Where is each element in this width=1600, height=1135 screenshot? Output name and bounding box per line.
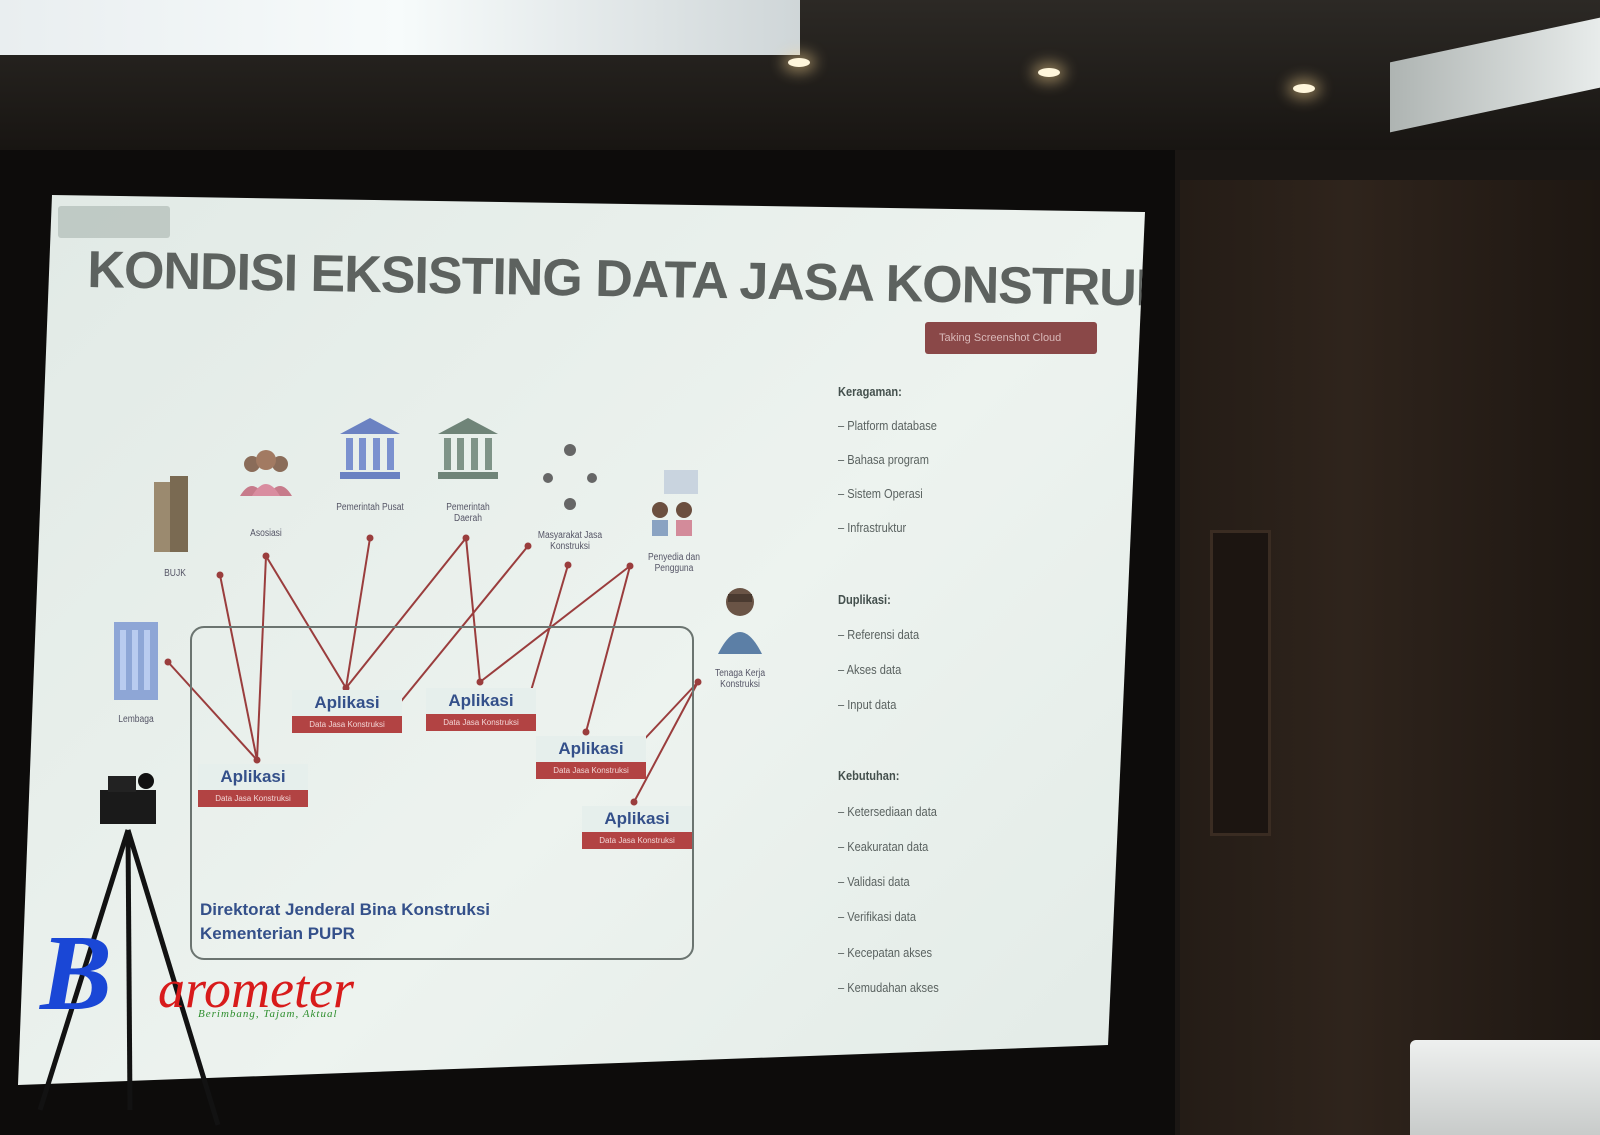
network-people-icon [543, 444, 597, 510]
app-tag: Data Jasa Konstruksi [426, 714, 536, 731]
sidebar-item: – Verifikasi data [838, 909, 917, 924]
sidebar-item: – Bahasa program [838, 452, 929, 467]
sidebar-item: – Input data [838, 697, 897, 712]
sidebar-item: – Sistem Operasi [838, 486, 923, 501]
app-card: Aplikasi Data Jasa Konstruksi [292, 690, 402, 733]
sidebar-item: – Kemudahan akses [838, 980, 939, 995]
ceiling-skylight [0, 0, 800, 55]
stakeholder-label: Tenaga Kerja Konstruksi [714, 668, 766, 690]
directorate-label: Direktorat Jenderal Bina Konstruksi Keme… [200, 900, 491, 943]
government-building-icon [340, 418, 400, 479]
keragaman-heading: Keragaman: [838, 384, 902, 399]
directorate-boundary [190, 626, 694, 960]
providers-users-icon [652, 470, 698, 536]
sidebar-item: – Kecepatan akses [838, 945, 932, 960]
ceiling-lamp [1038, 68, 1060, 77]
projector [1410, 1040, 1600, 1135]
sidebar-item: – Infrastruktur [838, 520, 907, 535]
sidebar-item: – Ketersediaan data [838, 804, 937, 819]
government-building-icon [438, 418, 498, 479]
stakeholder-label: Pemerintah Daerah [446, 502, 490, 524]
stakeholder-label: Asosiasi [250, 528, 282, 539]
watermark-tagline: Berimbang, Tajam, Aktual [198, 1008, 338, 1020]
app-tag: Data Jasa Konstruksi [292, 716, 402, 733]
app-tag: Data Jasa Konstruksi [536, 762, 646, 779]
office-tower-icon [114, 622, 158, 700]
app-tag: Data Jasa Konstruksi [198, 790, 308, 807]
app-tag: Data Jasa Konstruksi [582, 832, 692, 849]
room-door [1210, 530, 1271, 836]
app-name: Aplikasi [426, 688, 536, 714]
worker-icon [718, 588, 762, 654]
recording-badge [58, 206, 170, 238]
sidebar-item: – Platform database [838, 418, 937, 433]
duplikasi-heading: Duplikasi: [838, 592, 891, 607]
ceiling-lamp [1293, 84, 1315, 93]
watermark-wordmark: arometer [158, 959, 354, 1019]
stakeholder-label: Masyarakat Jasa Konstruksi [537, 530, 603, 552]
app-name: Aplikasi [292, 690, 402, 716]
app-card: Aplikasi Data Jasa Konstruksi [198, 764, 308, 807]
app-card: Aplikasi Data Jasa Konstruksi [536, 736, 646, 779]
app-name: Aplikasi [582, 806, 692, 832]
app-card: Aplikasi Data Jasa Konstruksi [426, 688, 536, 731]
sidebar-item: – Keakuratan data [838, 839, 929, 854]
app-card: Aplikasi Data Jasa Konstruksi [582, 806, 692, 849]
stakeholder-label: Pemerintah Pusat [336, 502, 404, 513]
people-group-icon [240, 450, 292, 496]
kebutuhan-heading: Kebutuhan: [838, 768, 900, 783]
sidebar-item: – Akses data [838, 662, 902, 677]
ceiling-lamp [788, 58, 810, 67]
stakeholder-label: Penyedia dan Pengguna [647, 552, 700, 574]
sidebar-item: – Validasi data [838, 874, 910, 889]
overlay-badge: Taking Screenshot Cloud [925, 322, 1097, 354]
app-name: Aplikasi [198, 764, 308, 790]
stakeholder-label: Lembaga [118, 714, 154, 725]
sidebar-item: – Referensi data [838, 627, 920, 642]
stakeholder-label: BUJK [164, 568, 186, 579]
app-name: Aplikasi [536, 736, 646, 762]
watermark-letter: B [40, 914, 112, 1033]
building-icon [154, 476, 188, 552]
